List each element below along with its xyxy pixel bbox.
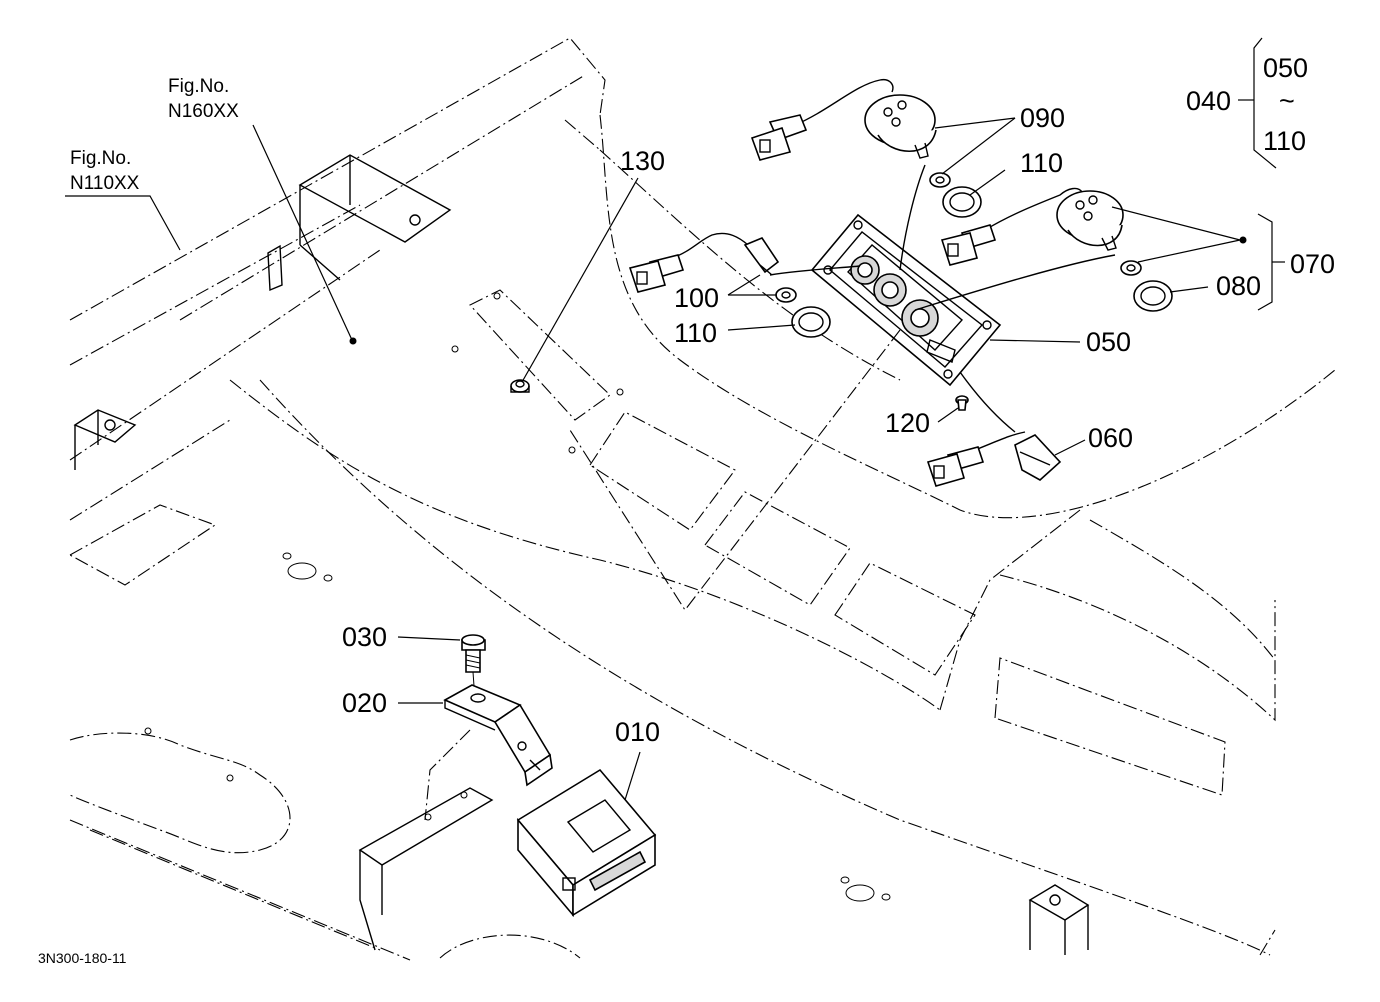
callout-100[interactable]: 100 (674, 283, 719, 313)
part-060-sensor[interactable] (926, 431, 1062, 487)
leader-lines (65, 117, 1247, 821)
callout-080[interactable]: 080 (1216, 271, 1261, 301)
callout-040[interactable]: 040 (1186, 86, 1231, 116)
assembly-040-from: 050 (1263, 53, 1308, 83)
bracket-left-foot (73, 409, 137, 470)
bracket-top-left (267, 154, 452, 292)
part-120-screw[interactable] (955, 395, 969, 411)
bracket-070 (1257, 213, 1285, 311)
assembly-040-tilde: ~ (1279, 86, 1295, 116)
part-050-panel-housing[interactable] (810, 213, 1002, 387)
callout-110-left[interactable]: 110 (674, 318, 717, 348)
part-010-control-unit[interactable] (516, 768, 657, 918)
part-100-switch[interactable] (628, 232, 780, 293)
callout-060[interactable]: 060 (1088, 423, 1133, 453)
callout-020[interactable]: 020 (342, 688, 387, 718)
part-090-gauge[interactable] (750, 78, 937, 161)
fig-ref-n110xx-line2: N110XX (70, 173, 140, 194)
fig-ref-n160xx-line2: N160XX (168, 101, 239, 122)
callout-070[interactable]: 070 (1290, 249, 1335, 279)
callout-110-top[interactable]: 110 (1020, 148, 1063, 178)
callout-050[interactable]: 050 (1086, 327, 1131, 357)
bracket-040 (1238, 37, 1277, 169)
background-structure (68, 37, 1336, 961)
callout-030[interactable]: 030 (342, 622, 387, 652)
callout-090[interactable]: 090 (1020, 103, 1065, 133)
fig-ref-n160xx-line1: Fig.No. (168, 76, 229, 97)
part-090-gauge-b[interactable] (940, 187, 1124, 266)
fig-ref-n110xx-line1: Fig.No. (70, 148, 131, 169)
drawing-code: 3N300-180-11 (38, 950, 127, 966)
part-030-bolt[interactable] (461, 634, 486, 687)
callout-010[interactable]: 010 (615, 717, 660, 747)
callout-120[interactable]: 120 (885, 408, 930, 438)
mounting-rail (358, 787, 494, 951)
assembly-040-to: 110 (1263, 126, 1306, 156)
part-100-washer[interactable] (775, 172, 1142, 303)
callout-130[interactable]: 130 (620, 146, 665, 176)
wiring (769, 164, 1116, 433)
bracket-right-foot (1028, 884, 1090, 955)
part-020-bracket[interactable] (443, 684, 553, 787)
part-080-ring[interactable] (1133, 280, 1173, 312)
part-130-nut[interactable] (510, 379, 530, 393)
